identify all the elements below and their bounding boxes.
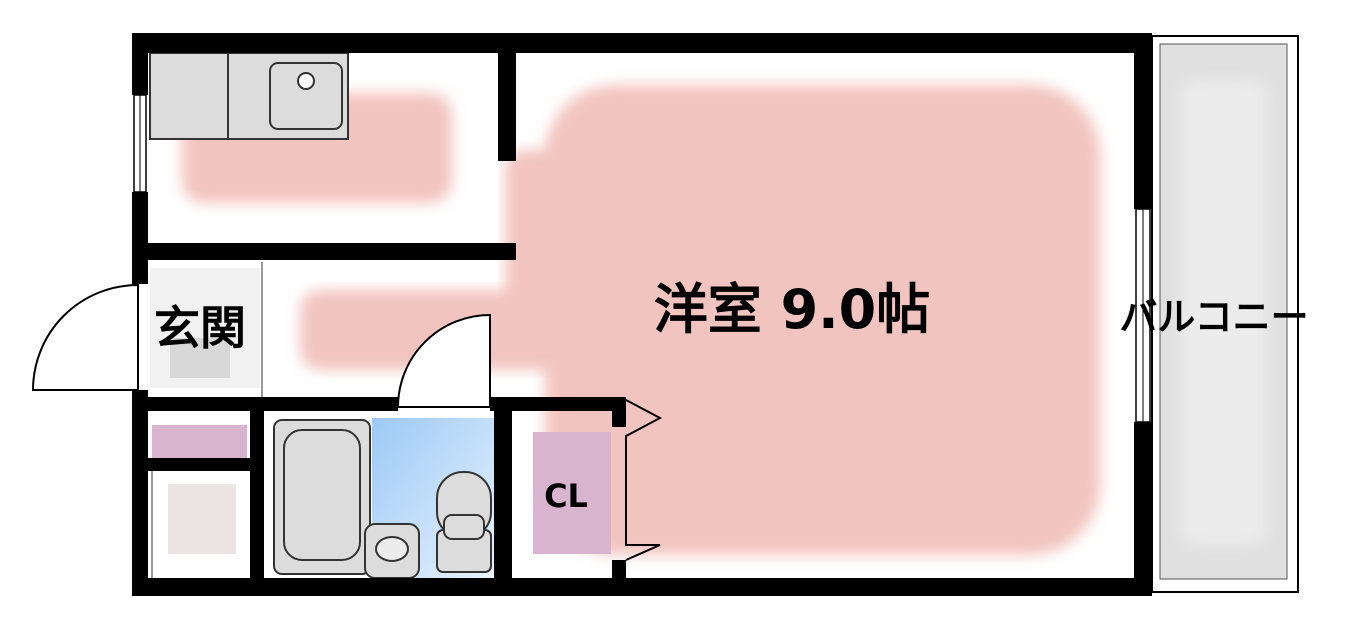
balcony-core bbox=[1180, 80, 1267, 545]
bathroom-door bbox=[396, 313, 491, 408]
wall-closet-right-top bbox=[612, 397, 626, 427]
entrance-door bbox=[31, 283, 139, 391]
storage-upper-floor bbox=[152, 425, 247, 458]
wall-left-mid bbox=[132, 192, 148, 284]
balcony bbox=[1151, 35, 1299, 593]
storage-lower-floor bbox=[168, 484, 236, 554]
wall-bath-top-left bbox=[148, 397, 398, 411]
wall-top bbox=[132, 33, 1152, 53]
wall-bath-right bbox=[494, 397, 512, 596]
washbasin-bowl bbox=[375, 536, 409, 562]
floor-tints bbox=[150, 85, 1100, 578]
wall-bottom bbox=[132, 578, 1152, 596]
hall-floor-upper bbox=[505, 150, 575, 310]
thin-lines bbox=[151, 262, 263, 578]
western-room-label: 洋室 9.0帖 bbox=[654, 278, 930, 341]
doors bbox=[31, 283, 663, 561]
toilet-seat bbox=[443, 514, 485, 540]
labels: 洋室 9.0帖 玄関 CL バルコニー bbox=[154, 278, 1309, 515]
wall-kitchen-vertical bbox=[498, 53, 516, 161]
wall-right-top bbox=[1134, 33, 1152, 209]
walls bbox=[132, 33, 1152, 596]
shoe-box bbox=[170, 338, 230, 378]
western-room-floor bbox=[545, 85, 1100, 555]
wall-kitchen-bottom bbox=[148, 243, 516, 260]
wall-left-top bbox=[132, 33, 148, 95]
kitchen-counter bbox=[149, 52, 349, 140]
closet-floor bbox=[533, 432, 611, 554]
wall-left-bottom bbox=[132, 390, 148, 596]
wall-right-bottom bbox=[1134, 422, 1152, 596]
sink bbox=[269, 62, 343, 130]
wall-storage-right bbox=[250, 397, 264, 596]
windows bbox=[133, 94, 1151, 423]
wall-storage-divider bbox=[148, 458, 250, 471]
entrance-label: 玄関 bbox=[154, 301, 246, 355]
wall-closet-right-bottom bbox=[612, 560, 626, 596]
wall-bath-top-right bbox=[490, 397, 616, 411]
bathtub-inner bbox=[283, 429, 361, 561]
bathroom-fixtures bbox=[273, 419, 492, 579]
balcony-label: バルコニー bbox=[1119, 295, 1308, 339]
closet-folding-door bbox=[625, 399, 663, 561]
closet-label: CL bbox=[544, 477, 588, 515]
sink-drain bbox=[297, 72, 315, 90]
